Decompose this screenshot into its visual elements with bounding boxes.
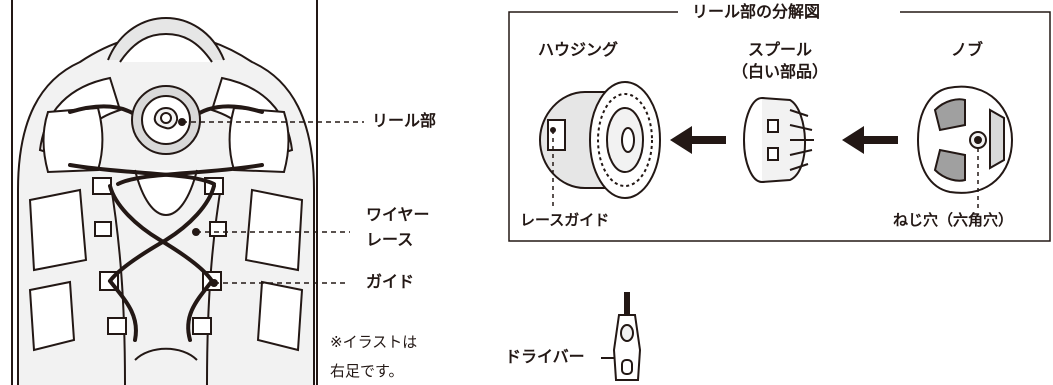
- leader-lines-exploded: [552, 130, 979, 208]
- label-reel: リール部: [372, 111, 437, 130]
- label-knob: ノブ: [951, 40, 984, 59]
- arrow-spool-to-housing: [670, 126, 726, 154]
- wire-lace: [68, 104, 264, 342]
- arrow-knob-to-spool: [842, 126, 898, 154]
- label-lace-guide: レースガイド: [520, 211, 610, 229]
- exploded-view-frame: [508, 11, 1051, 242]
- housing-illustration: [538, 81, 661, 199]
- leader-dots-exploded: [550, 127, 981, 143]
- exploded-view-title: リール部の分解図: [684, 2, 829, 22]
- note-line1: ※イラストは: [330, 333, 418, 351]
- leader-lines-boot: [182, 121, 364, 284]
- label-spool-line2: （白い部品）: [731, 62, 828, 81]
- knob-illustration: [916, 85, 1014, 194]
- spool-illustration: [743, 97, 814, 183]
- leader-dots-boot: [178, 118, 218, 287]
- label-driver: ドライバー: [505, 347, 585, 366]
- label-screw-hole: ねじ穴（六角穴）: [893, 211, 1014, 229]
- label-spool-line1: スプール: [747, 40, 812, 59]
- note-line2: 右足です。: [330, 362, 404, 380]
- label-wire-lace-line1: ワイヤー: [366, 205, 430, 224]
- boot-illustration: [11, 0, 318, 385]
- label-housing: ハウジング: [538, 40, 619, 59]
- label-guide: ガイド: [366, 272, 415, 291]
- screwdriver-illustration: [612, 292, 642, 381]
- reel-on-boot: [131, 85, 201, 155]
- label-wire-lace-line2: レース: [366, 230, 414, 249]
